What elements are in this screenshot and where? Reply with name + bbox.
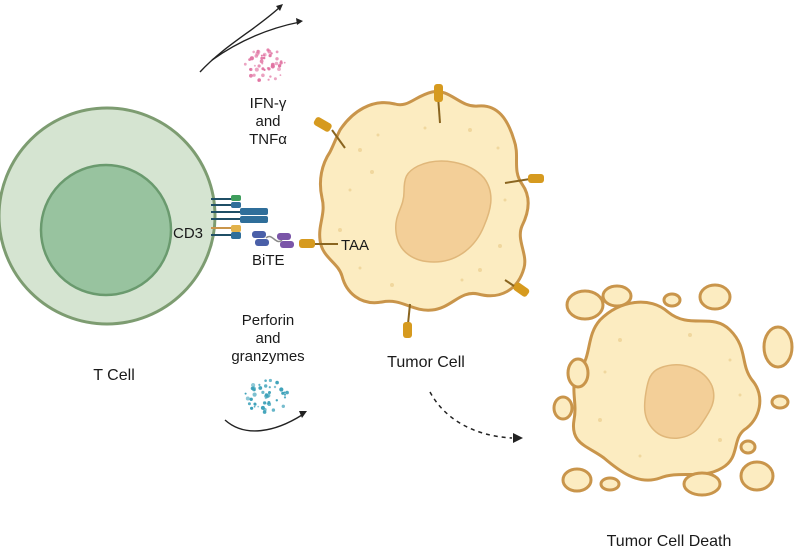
cloud-dot xyxy=(270,64,275,69)
cloud-dot xyxy=(249,73,253,78)
cloud-dot xyxy=(258,386,263,390)
tumor-cell-label: Tumor Cell xyxy=(387,354,465,371)
tumor-cell-icon xyxy=(318,90,530,312)
cytokine-cloud-icon xyxy=(243,48,286,82)
t-cell-label: T Cell xyxy=(93,367,135,384)
granule-arrow xyxy=(224,411,307,432)
cloud-dot xyxy=(261,390,265,394)
cloud-dot xyxy=(273,77,277,81)
cd3-label: CD3 xyxy=(173,225,203,242)
cloud-dot xyxy=(279,387,284,392)
cloud-dot xyxy=(268,378,272,383)
cloud-dot xyxy=(275,380,279,385)
cloud-dot xyxy=(251,383,256,388)
cloud-dot xyxy=(257,79,260,82)
death-arrow xyxy=(429,391,523,443)
cloud-dot xyxy=(266,402,269,405)
cloud-dot xyxy=(264,379,267,383)
cloud-dot xyxy=(261,73,265,78)
cloud-dot xyxy=(275,399,278,402)
cloud-dot xyxy=(268,391,271,394)
cloud-dot xyxy=(253,64,256,67)
cloud-dot xyxy=(263,68,266,71)
cloud-dot xyxy=(249,56,254,61)
cloud-dot xyxy=(285,390,289,395)
cloud-dot xyxy=(270,52,273,55)
cloud-dot xyxy=(277,64,282,68)
cytotoxic-label-line2: and xyxy=(255,330,280,347)
cloud-dot xyxy=(281,404,285,408)
cytokine-label-line3: TNFα xyxy=(249,131,287,148)
cloud-dot xyxy=(254,67,259,72)
cloud-dot xyxy=(253,403,257,406)
cloud-dot xyxy=(274,61,279,66)
cytokine-label-line1: IFN-γ xyxy=(250,95,287,112)
cd3-receptor-icon xyxy=(211,195,268,239)
cloud-dot xyxy=(263,54,266,57)
cloud-dot xyxy=(268,386,271,389)
dying-tumor-cell-icon xyxy=(552,283,794,497)
cloud-dot xyxy=(255,51,260,56)
cloud-dot xyxy=(252,392,257,397)
cloud-dot xyxy=(258,383,261,386)
cloud-dot xyxy=(266,66,270,70)
cloud-dot xyxy=(283,61,286,64)
cytokine-arrow xyxy=(199,4,303,73)
cloud-dot xyxy=(271,408,276,412)
cloud-dot xyxy=(243,62,247,66)
t-cell-icon xyxy=(0,106,217,326)
cloud-dot xyxy=(275,57,279,61)
cloud-dot xyxy=(279,74,282,76)
cloud-dot xyxy=(244,392,247,395)
cloud-dot xyxy=(275,50,279,54)
cloud-dot xyxy=(281,391,285,395)
cloud-dot xyxy=(266,48,270,52)
cloud-dot xyxy=(264,384,268,388)
cloud-dot xyxy=(260,54,263,57)
bite-label: BiTE xyxy=(252,252,285,269)
taa-label: TAA xyxy=(341,237,369,254)
cloud-dot xyxy=(257,405,260,408)
cloud-dot xyxy=(253,405,256,408)
bite-antibody-icon xyxy=(252,231,294,248)
cloud-dot xyxy=(245,396,250,401)
cloud-dot xyxy=(249,67,253,72)
cloud-dot xyxy=(262,56,266,60)
cloud-dot xyxy=(250,386,255,391)
cloud-dot xyxy=(263,407,267,412)
cytotoxic-label-line1: Perforin xyxy=(242,312,295,329)
cloud-dot xyxy=(267,78,270,81)
cloud-dot xyxy=(277,67,281,71)
cloud-dot xyxy=(264,393,268,397)
cloud-dot xyxy=(268,54,272,58)
cloud-dot xyxy=(273,385,277,389)
cloud-dot xyxy=(283,396,287,399)
cloud-dot xyxy=(252,50,255,54)
granule-cloud-icon xyxy=(244,378,289,414)
cloud-dot xyxy=(247,402,251,406)
tumor-cell-death-label: Tumor Cell Death xyxy=(607,533,732,550)
taa-antigen-icon xyxy=(299,84,544,338)
cloud-dot xyxy=(279,61,283,65)
cloud-dot xyxy=(264,401,267,404)
cytokine-label-line2: and xyxy=(255,113,280,130)
cloud-dot xyxy=(252,73,256,77)
cloud-dot xyxy=(284,393,286,396)
cloud-dot xyxy=(257,64,261,68)
cloud-dot xyxy=(249,397,253,401)
cloud-dot xyxy=(250,406,254,410)
cloud-dot xyxy=(259,59,264,64)
cloud-dot xyxy=(260,56,264,60)
cytotoxic-label-line3: granzymes xyxy=(231,348,304,365)
cloud-dot xyxy=(269,75,272,78)
